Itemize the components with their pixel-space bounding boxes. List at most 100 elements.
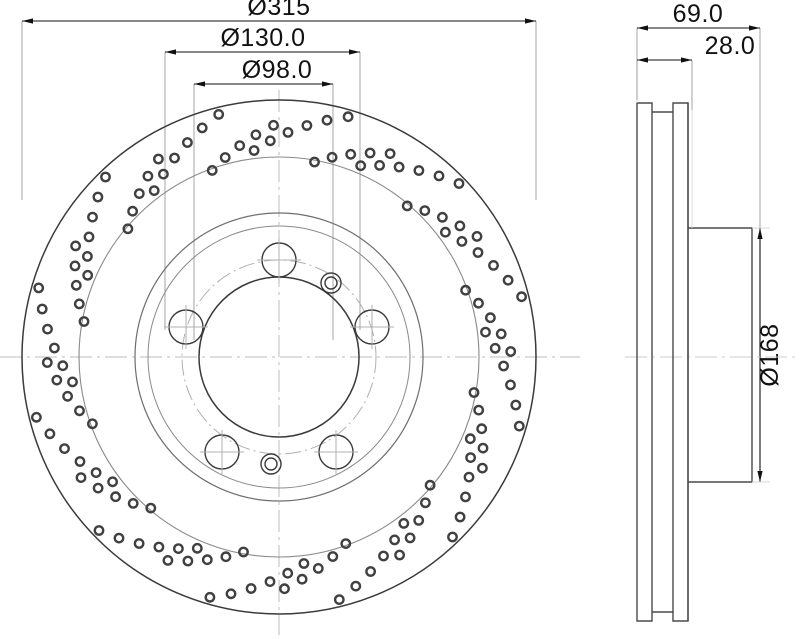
drilled-hole bbox=[181, 137, 193, 148]
drilled-hole bbox=[384, 148, 396, 160]
locating-pin-hole bbox=[260, 453, 282, 475]
drilled-hole bbox=[153, 541, 165, 553]
drilled-hole bbox=[57, 360, 69, 372]
drilled-hole bbox=[413, 165, 425, 176]
drilled-hole bbox=[206, 164, 218, 176]
drilled-hole bbox=[378, 550, 389, 562]
drilled-hole bbox=[419, 205, 431, 217]
drilled-hole bbox=[296, 573, 308, 585]
drilled-hole bbox=[107, 476, 119, 488]
drilled-hole bbox=[82, 269, 94, 281]
hat-outer-shoulder bbox=[134, 212, 424, 502]
drilled-hole bbox=[454, 220, 466, 232]
drilled-hole bbox=[476, 462, 488, 474]
drilled-hole bbox=[419, 497, 431, 509]
drilled-hole bbox=[41, 357, 53, 368]
label-overall-width: 69.0 bbox=[673, 0, 724, 28]
drilled-hole bbox=[398, 518, 410, 529]
front-view-disc bbox=[21, 99, 537, 615]
drilled-hole bbox=[498, 360, 509, 372]
drilled-hole bbox=[127, 497, 139, 509]
drilled-hole bbox=[460, 284, 471, 296]
locating-pin-holes-group bbox=[260, 272, 342, 475]
drilled-hole bbox=[401, 200, 413, 212]
drilled-hole bbox=[460, 491, 471, 503]
cross-drilled-holes-group bbox=[31, 109, 527, 605]
drilled-hole bbox=[477, 442, 489, 454]
drilled-hole bbox=[327, 551, 339, 562]
drilled-hole bbox=[505, 379, 516, 391]
drilled-hole bbox=[83, 231, 95, 243]
drilled-hole bbox=[476, 423, 488, 435]
drilled-hole bbox=[49, 342, 60, 354]
drilled-hole bbox=[264, 135, 276, 147]
drilled-hole bbox=[133, 188, 145, 200]
drilled-hole bbox=[234, 140, 246, 152]
drilled-hole bbox=[365, 566, 376, 577]
drilled-hole bbox=[309, 156, 320, 168]
drilled-hole bbox=[172, 543, 184, 554]
drilled-hole bbox=[245, 583, 257, 594]
drilled-hole bbox=[33, 282, 45, 294]
drilled-hole bbox=[219, 152, 231, 163]
drilled-hole bbox=[463, 471, 475, 483]
locating-pin-hole bbox=[320, 272, 342, 294]
drilled-hole bbox=[238, 546, 249, 558]
drilled-hole bbox=[510, 399, 522, 411]
drilled-hole bbox=[480, 326, 491, 338]
drilled-hole bbox=[342, 111, 354, 123]
drilled-hole bbox=[220, 551, 232, 563]
label-center-bore-diameter: Ø98.0 bbox=[242, 56, 313, 84]
drilled-hole bbox=[264, 576, 276, 587]
drilled-hole bbox=[250, 129, 262, 141]
drilled-hole bbox=[340, 538, 352, 549]
drilled-hole bbox=[100, 171, 111, 183]
drilled-hole bbox=[374, 159, 385, 171]
drilled-hole bbox=[82, 250, 93, 262]
drilled-hole bbox=[282, 126, 294, 138]
drilled-hole bbox=[152, 153, 164, 165]
drilled-hole bbox=[404, 532, 416, 544]
drilled-hole bbox=[472, 247, 484, 258]
locating-pin-hole-inner bbox=[264, 457, 278, 471]
locating-pin-hole-inner bbox=[324, 276, 338, 290]
drilled-hole bbox=[70, 240, 82, 252]
drilled-hole bbox=[213, 109, 225, 120]
label-hat-diameter: Ø168 bbox=[756, 323, 784, 386]
drilled-hole bbox=[465, 452, 476, 463]
drilled-hole bbox=[312, 563, 324, 574]
drilled-hole bbox=[191, 542, 203, 554]
drilled-hole bbox=[169, 152, 180, 164]
center-lines-front bbox=[0, 90, 580, 635]
extension-lines-side bbox=[636, 28, 770, 483]
drilled-hole bbox=[87, 418, 98, 430]
inboard-friction-ring bbox=[672, 102, 689, 622]
drilled-hole bbox=[468, 387, 480, 398]
drilled-hole bbox=[488, 259, 499, 271]
drilled-hole bbox=[453, 178, 465, 189]
drilled-hole bbox=[505, 346, 517, 357]
drilled-hole bbox=[74, 456, 86, 467]
drilled-hole bbox=[355, 160, 367, 172]
drilled-hole bbox=[436, 211, 448, 223]
dimension-lines-front bbox=[22, 18, 536, 87]
drilled-hole bbox=[122, 223, 134, 235]
drilled-hole bbox=[78, 316, 90, 327]
disc-outer-edge bbox=[21, 99, 537, 615]
friction-ring-inner-edge bbox=[78, 156, 480, 558]
drilled-hole bbox=[110, 491, 122, 503]
drilled-hole bbox=[321, 114, 333, 126]
drilled-hole bbox=[196, 122, 208, 134]
dimension-lines-side bbox=[637, 25, 763, 482]
drilled-hole bbox=[36, 303, 48, 315]
drilled-hole bbox=[42, 323, 53, 335]
drilled-hole bbox=[204, 591, 216, 603]
drilled-hole bbox=[145, 502, 157, 514]
drilled-hole bbox=[333, 594, 345, 605]
drilled-hole bbox=[90, 467, 102, 478]
drilled-hole bbox=[513, 420, 525, 432]
drilled-hole bbox=[447, 531, 458, 543]
side-view-profile bbox=[636, 102, 753, 622]
